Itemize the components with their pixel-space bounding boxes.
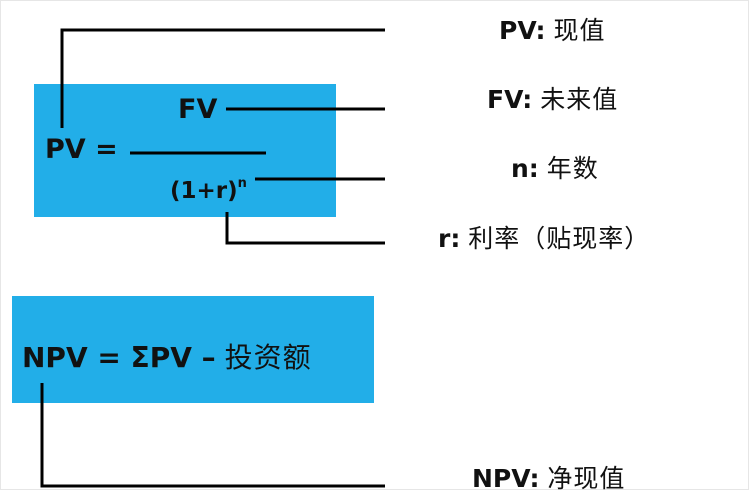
denominator-exponent: n	[237, 176, 247, 191]
definition-n: n: 年数	[511, 156, 599, 181]
r-connector-line	[225, 212, 385, 245]
pv-formula-box	[34, 84, 336, 217]
npv-formula-lhs: NPV = ΣPV –	[22, 341, 216, 374]
formula-numerator-fv: FV	[178, 94, 218, 125]
formula-lhs-pv: PV =	[45, 134, 118, 165]
definition-fv-symbol: FV:	[487, 85, 533, 114]
npv-connector-line	[40, 383, 385, 488]
denominator-base: (1+r)	[170, 178, 238, 204]
definition-r-symbol: r:	[438, 224, 461, 253]
definition-r: r: 利率（贴现率）	[438, 226, 650, 251]
npv-formula-box	[12, 296, 374, 403]
npv-formula: NPV = ΣPV – 投资额	[22, 344, 312, 372]
definition-fv-meaning: 未来值	[540, 85, 619, 114]
definition-npv: NPV: 净现值	[472, 466, 625, 491]
definition-r-meaning: 利率（贴现率）	[468, 224, 651, 253]
definition-npv-meaning: 净现值	[547, 464, 626, 493]
pv-connector-line	[60, 28, 385, 128]
definition-n-meaning: 年数	[546, 154, 599, 183]
definition-fv: FV: 未来值	[487, 87, 618, 112]
definition-pv-meaning: 现值	[553, 16, 606, 45]
definition-n-symbol: n:	[511, 154, 539, 183]
definition-pv: PV: 现值	[499, 18, 606, 43]
formula-denominator: (1+r)n	[170, 177, 247, 203]
definition-npv-symbol: NPV:	[472, 464, 540, 493]
definition-pv-symbol: PV:	[499, 16, 546, 45]
npv-formula-investment: 投资额	[224, 341, 312, 374]
